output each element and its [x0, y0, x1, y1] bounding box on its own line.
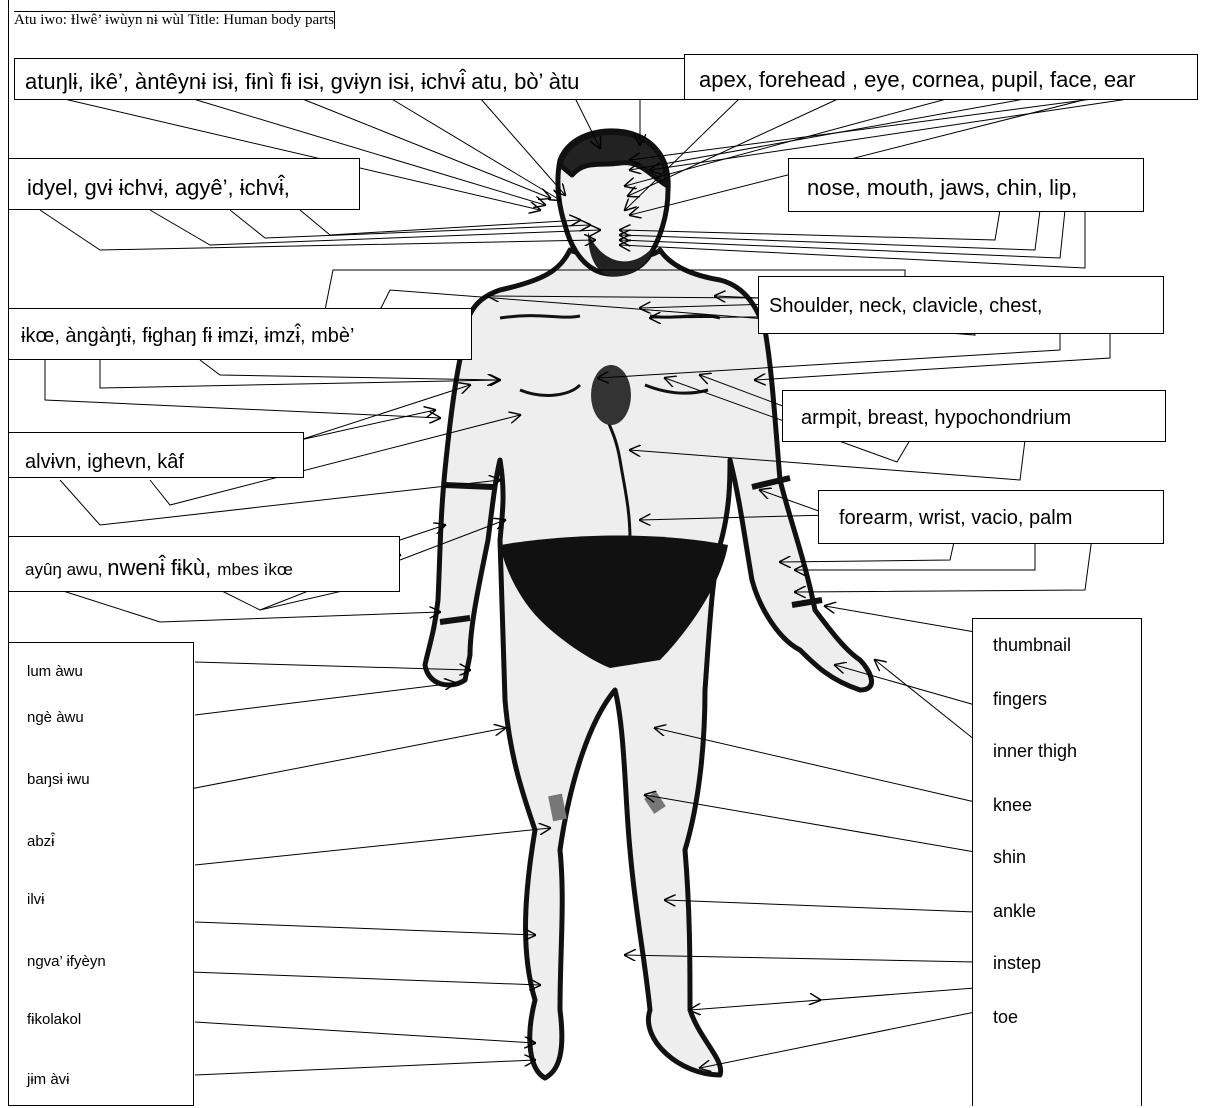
label-face-local: idyel, gvɨ ɨchvɨ, agyê’, ɨchvɨ̂, [8, 158, 360, 210]
right-list-item: ankle [993, 901, 1036, 922]
arm-local-part-a: ayûŋ awu, [25, 560, 107, 579]
label-face-english: nose, mouth, jaws, chin, lip, [788, 158, 1144, 212]
right-list-item: shin [993, 847, 1026, 868]
right-list-item: instep [993, 953, 1041, 974]
chest-hair [591, 365, 631, 425]
left-list-item: fɨkolakol [27, 1011, 81, 1028]
left-list-item: abzɨ̂ [27, 833, 55, 850]
left-list-box: lum àwu ngè àwu baŋsɨ ɨwu abzɨ̂ ilvɨ ngv… [8, 642, 194, 1106]
right-list-item: knee [993, 795, 1032, 816]
right-list-item: thumbnail [993, 635, 1071, 656]
arm-local-part-b: nwenɨ̂ fɨkù, [107, 555, 217, 580]
right-list-box: thumbnail fingers inner thigh knee shin … [972, 618, 1142, 1106]
right-list-item: inner thigh [993, 741, 1077, 762]
right-list-item: fingers [993, 689, 1047, 710]
left-list-item: baŋsɨ ɨwu [27, 771, 90, 788]
label-arm-local: ayûŋ awu, nwenɨ̂ fɨkù, mbes ìkœ [8, 536, 400, 592]
right-list-item: toe [993, 1007, 1018, 1028]
label-torso-local: ɨkœ, àngàŋtɨ, fɨghaŋ fɨ ɨmzɨ, ɨmzɨ̂, mbè… [8, 308, 472, 360]
left-list-item: jɨm àvɨ [27, 1071, 70, 1088]
label-abdomen-local: alvɨvn, ighevn, kâf [8, 432, 304, 478]
left-list-item: ngva’ ɨfyèyn [27, 953, 106, 970]
left-list-item: ilvɨ [27, 891, 45, 908]
label-arm-english: forearm, wrist, vacio, palm [818, 490, 1164, 544]
label-torso-english: Shoulder, neck, clavicle, chest, [758, 276, 1164, 334]
arm-local-part-c: mbes ìkœ [217, 560, 293, 579]
left-list-item: ngè àwu [27, 709, 84, 726]
left-list-item: lum àwu [27, 663, 83, 680]
label-head-local: atuŋlɨ, ikê’, àntêynɨ isɨ, fɨnì fɨ isɨ, … [14, 58, 686, 100]
label-head-english: apex, forehead , eye, cornea, pupil, fac… [684, 54, 1198, 100]
label-chest-english: armpit, breast, hypochondrium [782, 390, 1166, 442]
